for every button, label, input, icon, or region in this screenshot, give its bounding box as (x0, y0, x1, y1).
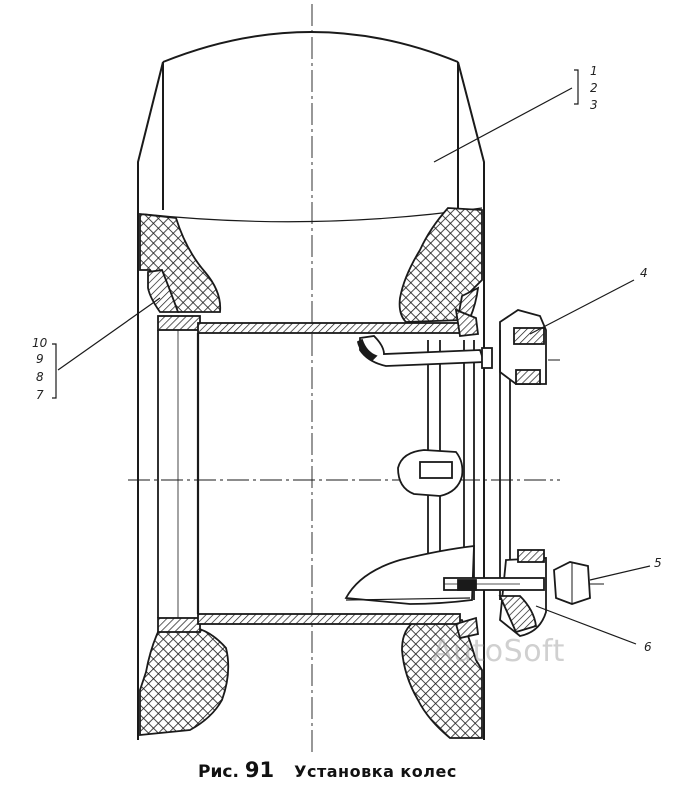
callout-10: 10 (32, 336, 48, 350)
figure-title: Установка колес (294, 762, 457, 781)
callout-4: 4 (640, 266, 648, 280)
tyre-section-upper-left (139, 212, 222, 313)
tyre-section-lower-right (401, 619, 483, 739)
valve-stem (356, 335, 493, 369)
callout-8: 8 (36, 370, 44, 384)
figure-number: 91 (244, 758, 275, 782)
figure-label: Рис. (198, 762, 239, 782)
callout-2: 2 (590, 81, 598, 95)
callout-7: 7 (36, 388, 44, 402)
callout-3: 3 (590, 98, 598, 112)
callout-9: 9 (36, 352, 44, 366)
callout-5: 5 (654, 556, 662, 570)
figure-caption: Рис.91 Установка колес (198, 758, 457, 782)
leader-lines (52, 69, 651, 645)
wheel-disc (344, 340, 475, 605)
wheel-rim (157, 308, 480, 640)
callout-6: 6 (644, 640, 652, 654)
tyre-section-upper-right (398, 207, 483, 323)
tyre-outline (137, 31, 485, 740)
tyre-section-lower-left (139, 627, 230, 736)
watermark: AutoSoft (432, 634, 565, 669)
callout-1: 1 (590, 64, 598, 78)
wheel-stud-and-nut (443, 561, 604, 605)
